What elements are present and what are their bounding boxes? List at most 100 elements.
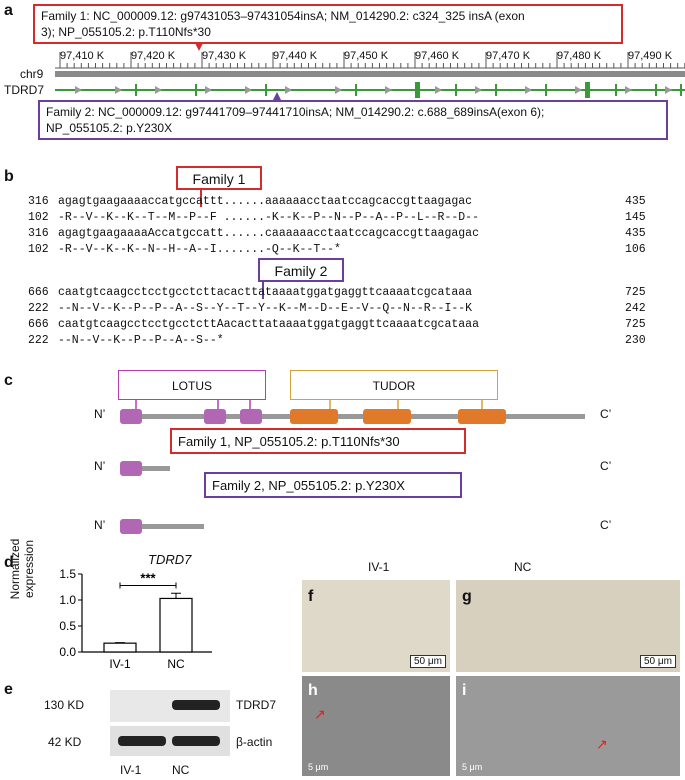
protein-diagram bbox=[120, 400, 585, 534]
lotus-domain-label: LOTUS bbox=[118, 370, 266, 400]
family2-variant-box: Family 2: NC_000009.12: g97441709–974417… bbox=[38, 100, 668, 140]
tick-label: 97,420 K bbox=[131, 50, 176, 62]
arrow-icon: ↗ bbox=[596, 736, 608, 752]
scale-bar-i: 5 μm bbox=[462, 762, 483, 772]
blot-panel-tdrd7 bbox=[110, 690, 230, 722]
n-terminus-label: N’ bbox=[94, 459, 106, 473]
panel-label-c: c bbox=[4, 372, 13, 389]
c-terminus-label: C’ bbox=[600, 518, 612, 532]
tick-label: 97,450 K bbox=[344, 50, 389, 62]
tick-label: 97,410 K bbox=[60, 50, 105, 62]
y-tick-label: 0.0 bbox=[59, 645, 76, 659]
gene-label: TDRD7 bbox=[4, 83, 45, 97]
blot-kd-130: 130 KD bbox=[44, 698, 85, 712]
seq2-row4: --N--V--K--P--P--A--S--* bbox=[58, 334, 224, 347]
family1-tag: Family 1 bbox=[176, 166, 262, 190]
tick-label: 97,490 K bbox=[628, 50, 673, 62]
micrograph-i: i ↗ 5 μm bbox=[456, 676, 680, 776]
family2-protein-label: Family 2, NP_055105.2: p.Y230X bbox=[204, 472, 462, 498]
bar bbox=[103, 642, 137, 653]
seq1-row4-end: 106 bbox=[625, 243, 646, 256]
y-axis-label-line2: expression bbox=[22, 539, 36, 599]
seq1-row1-start: 316 bbox=[28, 195, 49, 208]
family2-variant-line1: Family 2: NC_000009.12: g97441709–974417… bbox=[46, 105, 545, 119]
blot-lane-nc: NC bbox=[172, 763, 190, 777]
seq1-row2: -R--V--K--K--T--M--P--F ......-K--K--P--… bbox=[58, 211, 479, 224]
family1-variant-box: Family 1: NC_000009.12: g97431053–974310… bbox=[33, 4, 623, 44]
y-axis-label-line1: Normalized bbox=[8, 538, 22, 600]
seq2-row1-start: 666 bbox=[28, 286, 49, 299]
y-tick-label: 1.5 bbox=[59, 567, 76, 581]
blot-band-iv1 bbox=[118, 736, 166, 746]
seq2-row1: caatgtcaagcctcctgcctcttacacttataaaatggat… bbox=[58, 286, 473, 299]
n-terminus-label: N’ bbox=[94, 407, 106, 421]
blot-name-tdrd7: TDRD7 bbox=[236, 698, 277, 712]
ruler-tick-labels: 97,410 K 97,420 K 97,430 K 97,440 K 97,4… bbox=[60, 50, 685, 64]
seq1-row1-end: 435 bbox=[625, 195, 646, 208]
seq1-row3-end: 435 bbox=[625, 227, 646, 240]
blot-kd-42: 42 KD bbox=[48, 735, 82, 749]
c-terminus-label: C’ bbox=[600, 459, 612, 473]
seq1-row2-start: 102 bbox=[28, 211, 49, 224]
tick-label: 97,430 K bbox=[202, 50, 247, 62]
blot-name-actin: β-actin bbox=[236, 735, 273, 749]
seq2-row3-end: 725 bbox=[625, 318, 646, 331]
family2-variant-line2: NP_055105.2: p.Y230X bbox=[46, 121, 173, 135]
blot-lane-iv1: IV-1 bbox=[120, 763, 142, 777]
panel-label-h: h bbox=[308, 682, 318, 699]
family1-pointer-icon bbox=[195, 43, 203, 51]
panel-label-d: d bbox=[4, 554, 14, 571]
scale-bar-f: 50 μm bbox=[410, 655, 446, 668]
family1-variant-line2: 3); NP_055105.2: p.T110Nfs*30 bbox=[41, 25, 211, 39]
tick-label: 97,470 K bbox=[486, 50, 531, 62]
tick-label: 97,440 K bbox=[273, 50, 318, 62]
scale-bar-h: 5 μm bbox=[308, 762, 329, 772]
panel-label-e: e bbox=[4, 681, 13, 698]
seq1-row2-end: 145 bbox=[625, 211, 646, 224]
tudor-domain-label: TUDOR bbox=[290, 370, 498, 400]
scale-bar-g: 50 μm bbox=[640, 655, 676, 668]
panel-label-g: g bbox=[462, 588, 472, 605]
significance-label: *** bbox=[140, 570, 156, 585]
tick-label: 97,480 K bbox=[557, 50, 602, 62]
seq2-row4-end: 230 bbox=[625, 334, 646, 347]
n-terminus-label: N’ bbox=[94, 518, 106, 532]
seq1-row4-start: 102 bbox=[28, 243, 49, 256]
c-terminus-label: C’ bbox=[600, 407, 612, 421]
family2-seq-marker-icon bbox=[262, 281, 264, 299]
x-tick-label: NC bbox=[167, 657, 185, 671]
family1-protein-label: Family 1, NP_055105.2: p.T110Nfs*30 bbox=[170, 428, 466, 454]
x-tick-label: IV-1 bbox=[109, 657, 131, 671]
blot-band-nc-actin bbox=[172, 736, 220, 746]
panel-label-i: i bbox=[462, 682, 467, 699]
seq1-row4: -R--V--K--K--N--H--A--I.......-Q--K--T--… bbox=[58, 243, 341, 256]
arrow-icon: ↗ bbox=[314, 706, 326, 722]
tick-label: 97,460 K bbox=[415, 50, 460, 62]
bar-chart: 0.0 0.5 1.0 1.5IV-1 NC *** bbox=[59, 567, 212, 671]
y-tick-label: 1.0 bbox=[59, 593, 76, 607]
seq1-row3-start: 316 bbox=[28, 227, 49, 240]
family1-seq-marker-icon bbox=[200, 189, 202, 207]
micrograph-f: f 50 μm bbox=[302, 580, 450, 672]
seq2-row2: --N--V--K--P--P--A--S--Y--T--Y--K--M--D-… bbox=[58, 302, 473, 315]
panel-label-b: b bbox=[4, 168, 14, 185]
blot-panel-actin bbox=[110, 726, 230, 756]
seq2-row2-start: 222 bbox=[28, 302, 49, 315]
blot-band-nc bbox=[172, 700, 220, 710]
seq2-row3-start: 666 bbox=[28, 318, 49, 331]
seq1-row1: agagtgaagaaaaccatgccattt......aaaaaaccta… bbox=[58, 195, 473, 208]
gene-track bbox=[55, 82, 685, 98]
bar bbox=[159, 597, 193, 653]
column-label-nc: NC bbox=[514, 560, 532, 574]
seq2-row1-end: 725 bbox=[625, 286, 646, 299]
micrograph-g: g 50 μm bbox=[456, 580, 680, 672]
seq2-row3: caatgtcaagcctcctgcctcttAacacttataaaatgga… bbox=[58, 318, 479, 331]
family1-variant-line1: Family 1: NC_000009.12: g97431053–974310… bbox=[41, 9, 525, 23]
column-label-iv1: IV-1 bbox=[368, 560, 390, 574]
panel-label-a: a bbox=[4, 2, 13, 19]
y-tick-label: 0.5 bbox=[59, 619, 76, 633]
seq1-row3: agagtgaagaaaaAccatgccatt......caaaaaacct… bbox=[58, 227, 479, 240]
micrograph-h: h ↗ 5 μm bbox=[302, 676, 450, 776]
chromosome-bar bbox=[55, 71, 685, 77]
chromosome-ruler bbox=[55, 52, 685, 69]
